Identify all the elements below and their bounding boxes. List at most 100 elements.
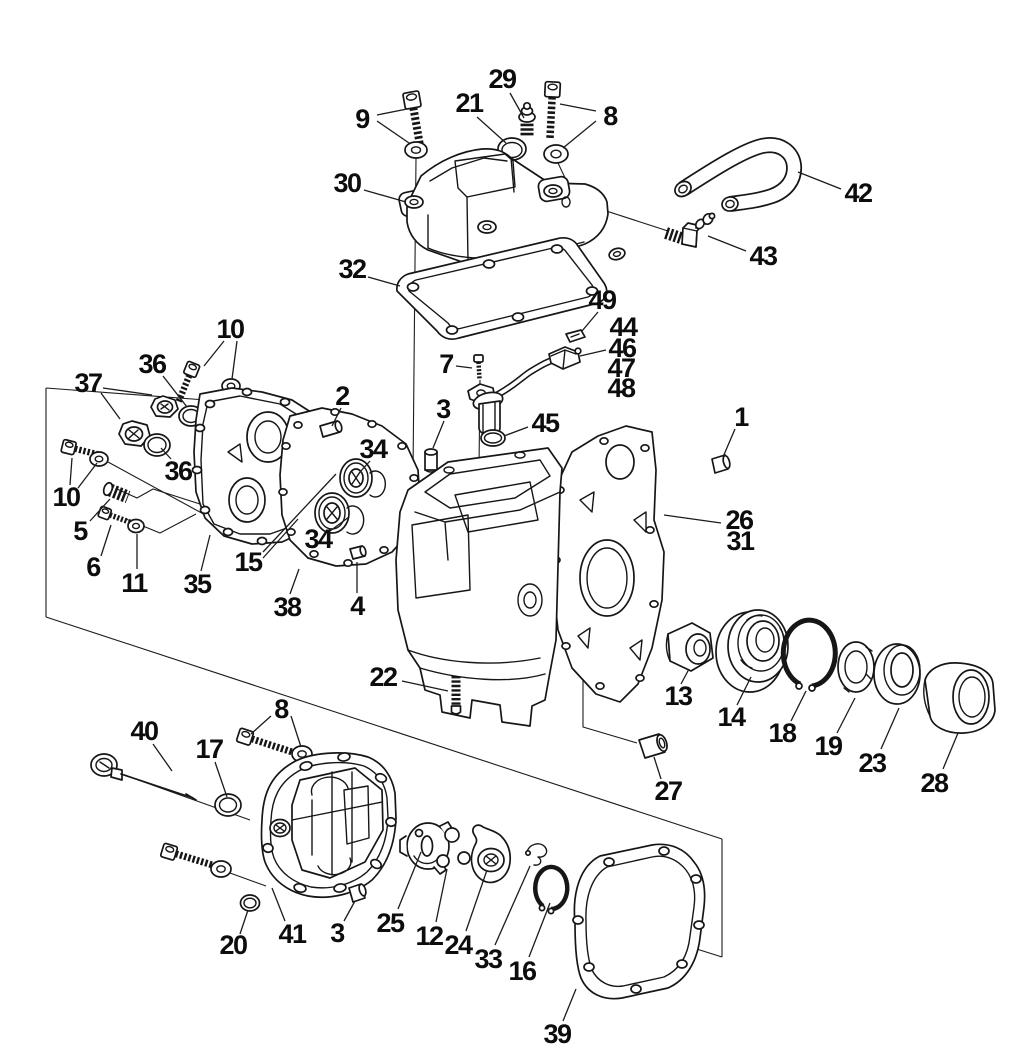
- leader-line-10: [77, 462, 98, 489]
- callout-label-6: 6: [86, 552, 101, 582]
- callout-label-26: 26: [725, 505, 754, 535]
- pin-3-upper: [424, 448, 438, 473]
- callout-label-11: 11: [121, 568, 148, 598]
- callout-label-3: 3: [330, 918, 345, 948]
- callout-label-7: 7: [439, 349, 453, 379]
- callout-label-8: 8: [603, 101, 618, 131]
- leader-line-6: [100, 524, 112, 557]
- callout-label-17: 17: [195, 734, 223, 764]
- hex-plug-37b: [118, 420, 151, 447]
- callout-label-40: 40: [130, 716, 158, 746]
- callout-label-2: 2: [335, 381, 349, 411]
- washer-8-low: [210, 860, 232, 878]
- leader-line-3: [432, 420, 445, 449]
- callout-label-30: 30: [333, 168, 361, 198]
- hex-plug-37a: [150, 395, 179, 418]
- door-gasket-39: [572, 843, 706, 1000]
- step-line-5: [116, 488, 201, 505]
- leader-line-24: [465, 869, 488, 932]
- leader-line-30: [363, 189, 407, 203]
- leader-line-27: [653, 756, 662, 780]
- leader-line-28: [942, 732, 959, 770]
- bolt-10-upper: [175, 360, 201, 405]
- leader-line-8: [562, 120, 597, 149]
- leader-line-10: [203, 340, 225, 367]
- spacer-13: [665, 622, 714, 672]
- callout-label-24: 24: [444, 930, 473, 960]
- clip-33: [524, 843, 548, 866]
- callout-label-36: 36: [138, 349, 167, 379]
- leader-line-40: [152, 743, 173, 772]
- callout-label-13: 13: [664, 681, 693, 711]
- leader-line-16: [528, 902, 551, 958]
- pawl-24: [470, 824, 512, 884]
- leader-line-41: [271, 887, 286, 922]
- leader-line-46: [579, 349, 607, 357]
- leader-line-15: [262, 518, 299, 559]
- tube-27: [638, 733, 668, 759]
- dipstick-40: [90, 753, 197, 801]
- sensor-oring-45: [480, 429, 506, 447]
- leader-line-8: [250, 715, 272, 735]
- callout-label-41: 41: [278, 919, 307, 949]
- callout-label-22: 22: [369, 662, 397, 692]
- leader-line-8: [290, 715, 302, 748]
- pin-3-lower: [348, 883, 367, 903]
- callout-label-38: 38: [273, 592, 302, 622]
- callout-label-31: 31: [726, 526, 755, 556]
- leader-line-20: [239, 909, 249, 935]
- leader-line-3: [343, 900, 356, 922]
- leader-line-36: [160, 447, 172, 460]
- callout-label-5: 5: [73, 516, 88, 546]
- callout-label-1: 1: [734, 402, 749, 432]
- leader-line-23: [880, 707, 900, 750]
- callout-label-20: 20: [219, 930, 247, 960]
- leader-line-5: [89, 498, 111, 522]
- socket-bolt-8-top: [543, 80, 562, 139]
- screw-6: [97, 505, 133, 526]
- cover-gasket-32: [396, 236, 608, 341]
- callout-label-23: 23: [858, 748, 887, 778]
- leader-line-2: [331, 407, 342, 427]
- leader-line-9: [376, 108, 408, 116]
- vent-screw-29: [518, 101, 536, 136]
- callout-label-39: 39: [543, 1019, 572, 1049]
- washer-11: [127, 518, 145, 534]
- leader-line-42: [797, 171, 842, 190]
- leader-line-45: [503, 426, 529, 437]
- leader-line-37: [102, 387, 153, 396]
- callout-label-44: 44: [609, 312, 638, 342]
- case-stud-22: [450, 676, 462, 715]
- leader-line-34: [329, 516, 350, 532]
- leader-line-26: [663, 514, 722, 524]
- callout-label-47: 47: [607, 353, 635, 383]
- callout-label-29: 29: [488, 64, 517, 94]
- callout-label-34: 34: [304, 524, 333, 554]
- retaining-ring-16: [533, 864, 570, 915]
- oil-seal-23: [873, 643, 921, 705]
- leader-line-10: [69, 457, 73, 486]
- callout-label-27: 27: [654, 776, 682, 806]
- callout-label-49: 49: [588, 285, 617, 315]
- leader-line-22: [401, 680, 449, 692]
- dowel-4: [349, 545, 367, 560]
- sensor-screw-7: [473, 354, 484, 380]
- washer-8-top: [543, 144, 569, 164]
- set-screw-5: [102, 481, 131, 504]
- leader-line-1: [722, 428, 736, 458]
- connector-clip-44: [565, 329, 586, 343]
- axis-bolt-8-low: [229, 872, 267, 887]
- leader-line-29: [509, 92, 525, 119]
- leader-line-18: [790, 690, 807, 722]
- callout-label-4: 4: [350, 591, 365, 621]
- callout-label-25: 25: [376, 908, 405, 938]
- leader-line-14: [736, 676, 752, 706]
- oring-17: [214, 793, 242, 817]
- callout-label-36: 36: [164, 456, 193, 486]
- callout-label-46: 46: [608, 333, 637, 363]
- leader-line-9: [376, 120, 410, 144]
- leader-line-19: [836, 697, 856, 734]
- socket-bolt-9: [402, 90, 424, 146]
- side-door-41: [260, 752, 397, 899]
